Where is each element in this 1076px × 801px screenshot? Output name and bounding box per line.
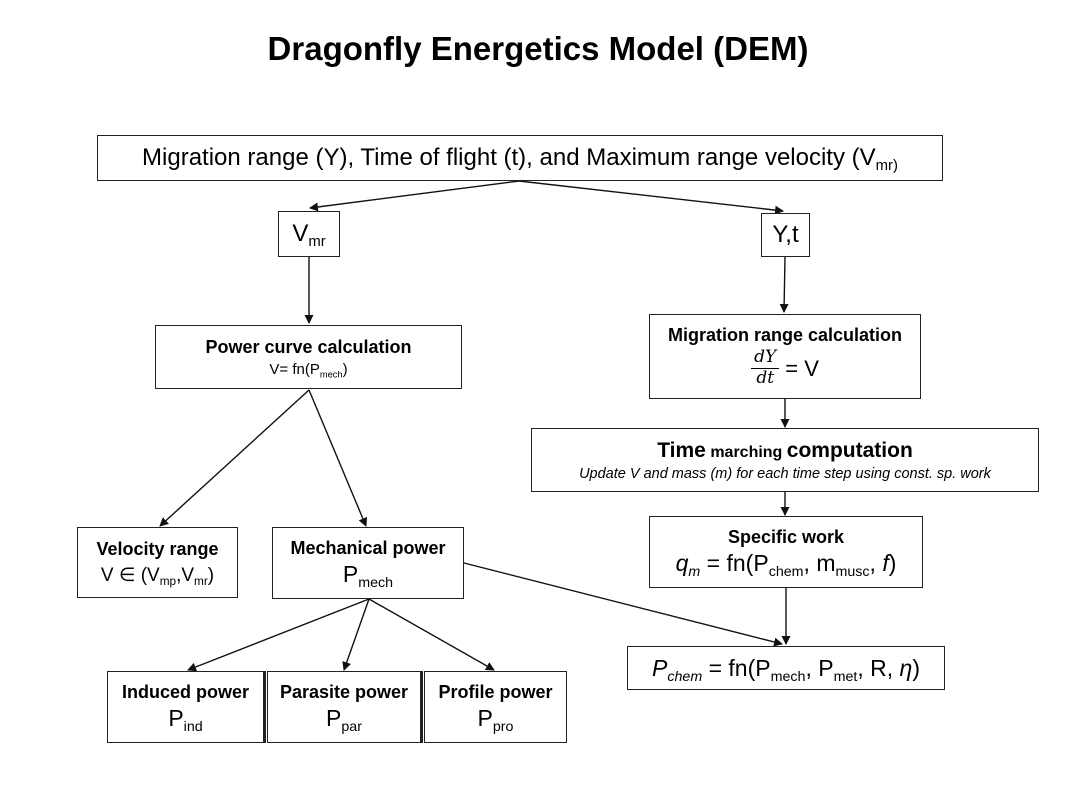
mechanical-power-box: Mechanical power Pmech bbox=[272, 527, 464, 599]
velocity-range-title: Velocity range bbox=[96, 538, 219, 559]
diagram-title: Dragonfly Energetics Model (DEM) bbox=[267, 30, 809, 67]
induced-power-box: Induced power Pind bbox=[107, 671, 264, 743]
power-curve-title: Power curve calculation bbox=[205, 336, 412, 357]
arrow-mech-power-to-induced bbox=[187, 598, 370, 672]
induced-power-symbol: Pind bbox=[168, 705, 203, 735]
vmr-label: Vmr bbox=[292, 220, 326, 251]
parasite-power-symbol: Ppar bbox=[326, 705, 362, 735]
arrow-mech-power-to-profile bbox=[368, 598, 495, 671]
time-marching-box: Time marching computation Update V and m… bbox=[531, 428, 1039, 492]
arrow-mech-power-to-parasite bbox=[342, 598, 370, 671]
arrow-power-curve-to-mech-power bbox=[308, 389, 368, 527]
parasite-power-box: Parasite power Ppar bbox=[267, 671, 421, 743]
arrow-top-to-yt bbox=[518, 180, 784, 215]
profile-power-symbol: Ppro bbox=[477, 705, 514, 735]
mechanical-power-symbol: Pmech bbox=[342, 561, 394, 591]
pchem-equation: Pchem = fn(Pmech, Pmet, R, η) bbox=[652, 654, 920, 685]
specific-work-box: Specific work qm = fn(Pchem, mmusc, f) bbox=[649, 516, 923, 588]
migration-range-title: Migration range calculation bbox=[667, 325, 903, 346]
mechanical-power-title: Mechanical power bbox=[290, 538, 446, 558]
power-curve-box: Power curve calculation V= fn(Pmech) bbox=[155, 325, 462, 389]
arrow-power-curve-to-velocity-range bbox=[159, 389, 310, 527]
time-marching-title: Time marching computation bbox=[657, 438, 913, 462]
input-label: Migration range (Y), Time of flight (t),… bbox=[142, 144, 898, 175]
time-marching-subtitle: Update V and mass (m) for each time step… bbox=[579, 465, 991, 482]
velocity-range-box: Velocity range V ∈ (Vmp,Vmr) bbox=[77, 527, 238, 598]
arrow-top-to-vmr bbox=[309, 180, 520, 212]
power-curve-equation: V= fn(Pmech) bbox=[269, 360, 348, 379]
induced-power-title: Induced power bbox=[121, 682, 249, 702]
yt-label: Y,t bbox=[772, 221, 799, 248]
pchem-box: Pchem = fn(Pmech, Pmet, R, η) bbox=[627, 646, 945, 690]
vmr-box: Vmr bbox=[278, 211, 340, 257]
input-box: Migration range (Y), Time of flight (t),… bbox=[97, 135, 943, 181]
profile-power-title: Profile power bbox=[438, 682, 553, 702]
arrow-mech-power-to-pchem bbox=[463, 562, 783, 647]
parasite-power-title: Parasite power bbox=[279, 682, 409, 702]
specific-work-equation: qm = fn(Pchem, mmusc, f) bbox=[675, 550, 897, 580]
yt-box: Y,t bbox=[761, 213, 810, 257]
profile-power-box: Profile power Ppro bbox=[424, 671, 567, 743]
specific-work-title: Specific work bbox=[727, 527, 845, 547]
velocity-range-equation: V ∈ (Vmp,Vmr) bbox=[100, 564, 215, 588]
arrow-yt-to-migration bbox=[779, 256, 789, 313]
